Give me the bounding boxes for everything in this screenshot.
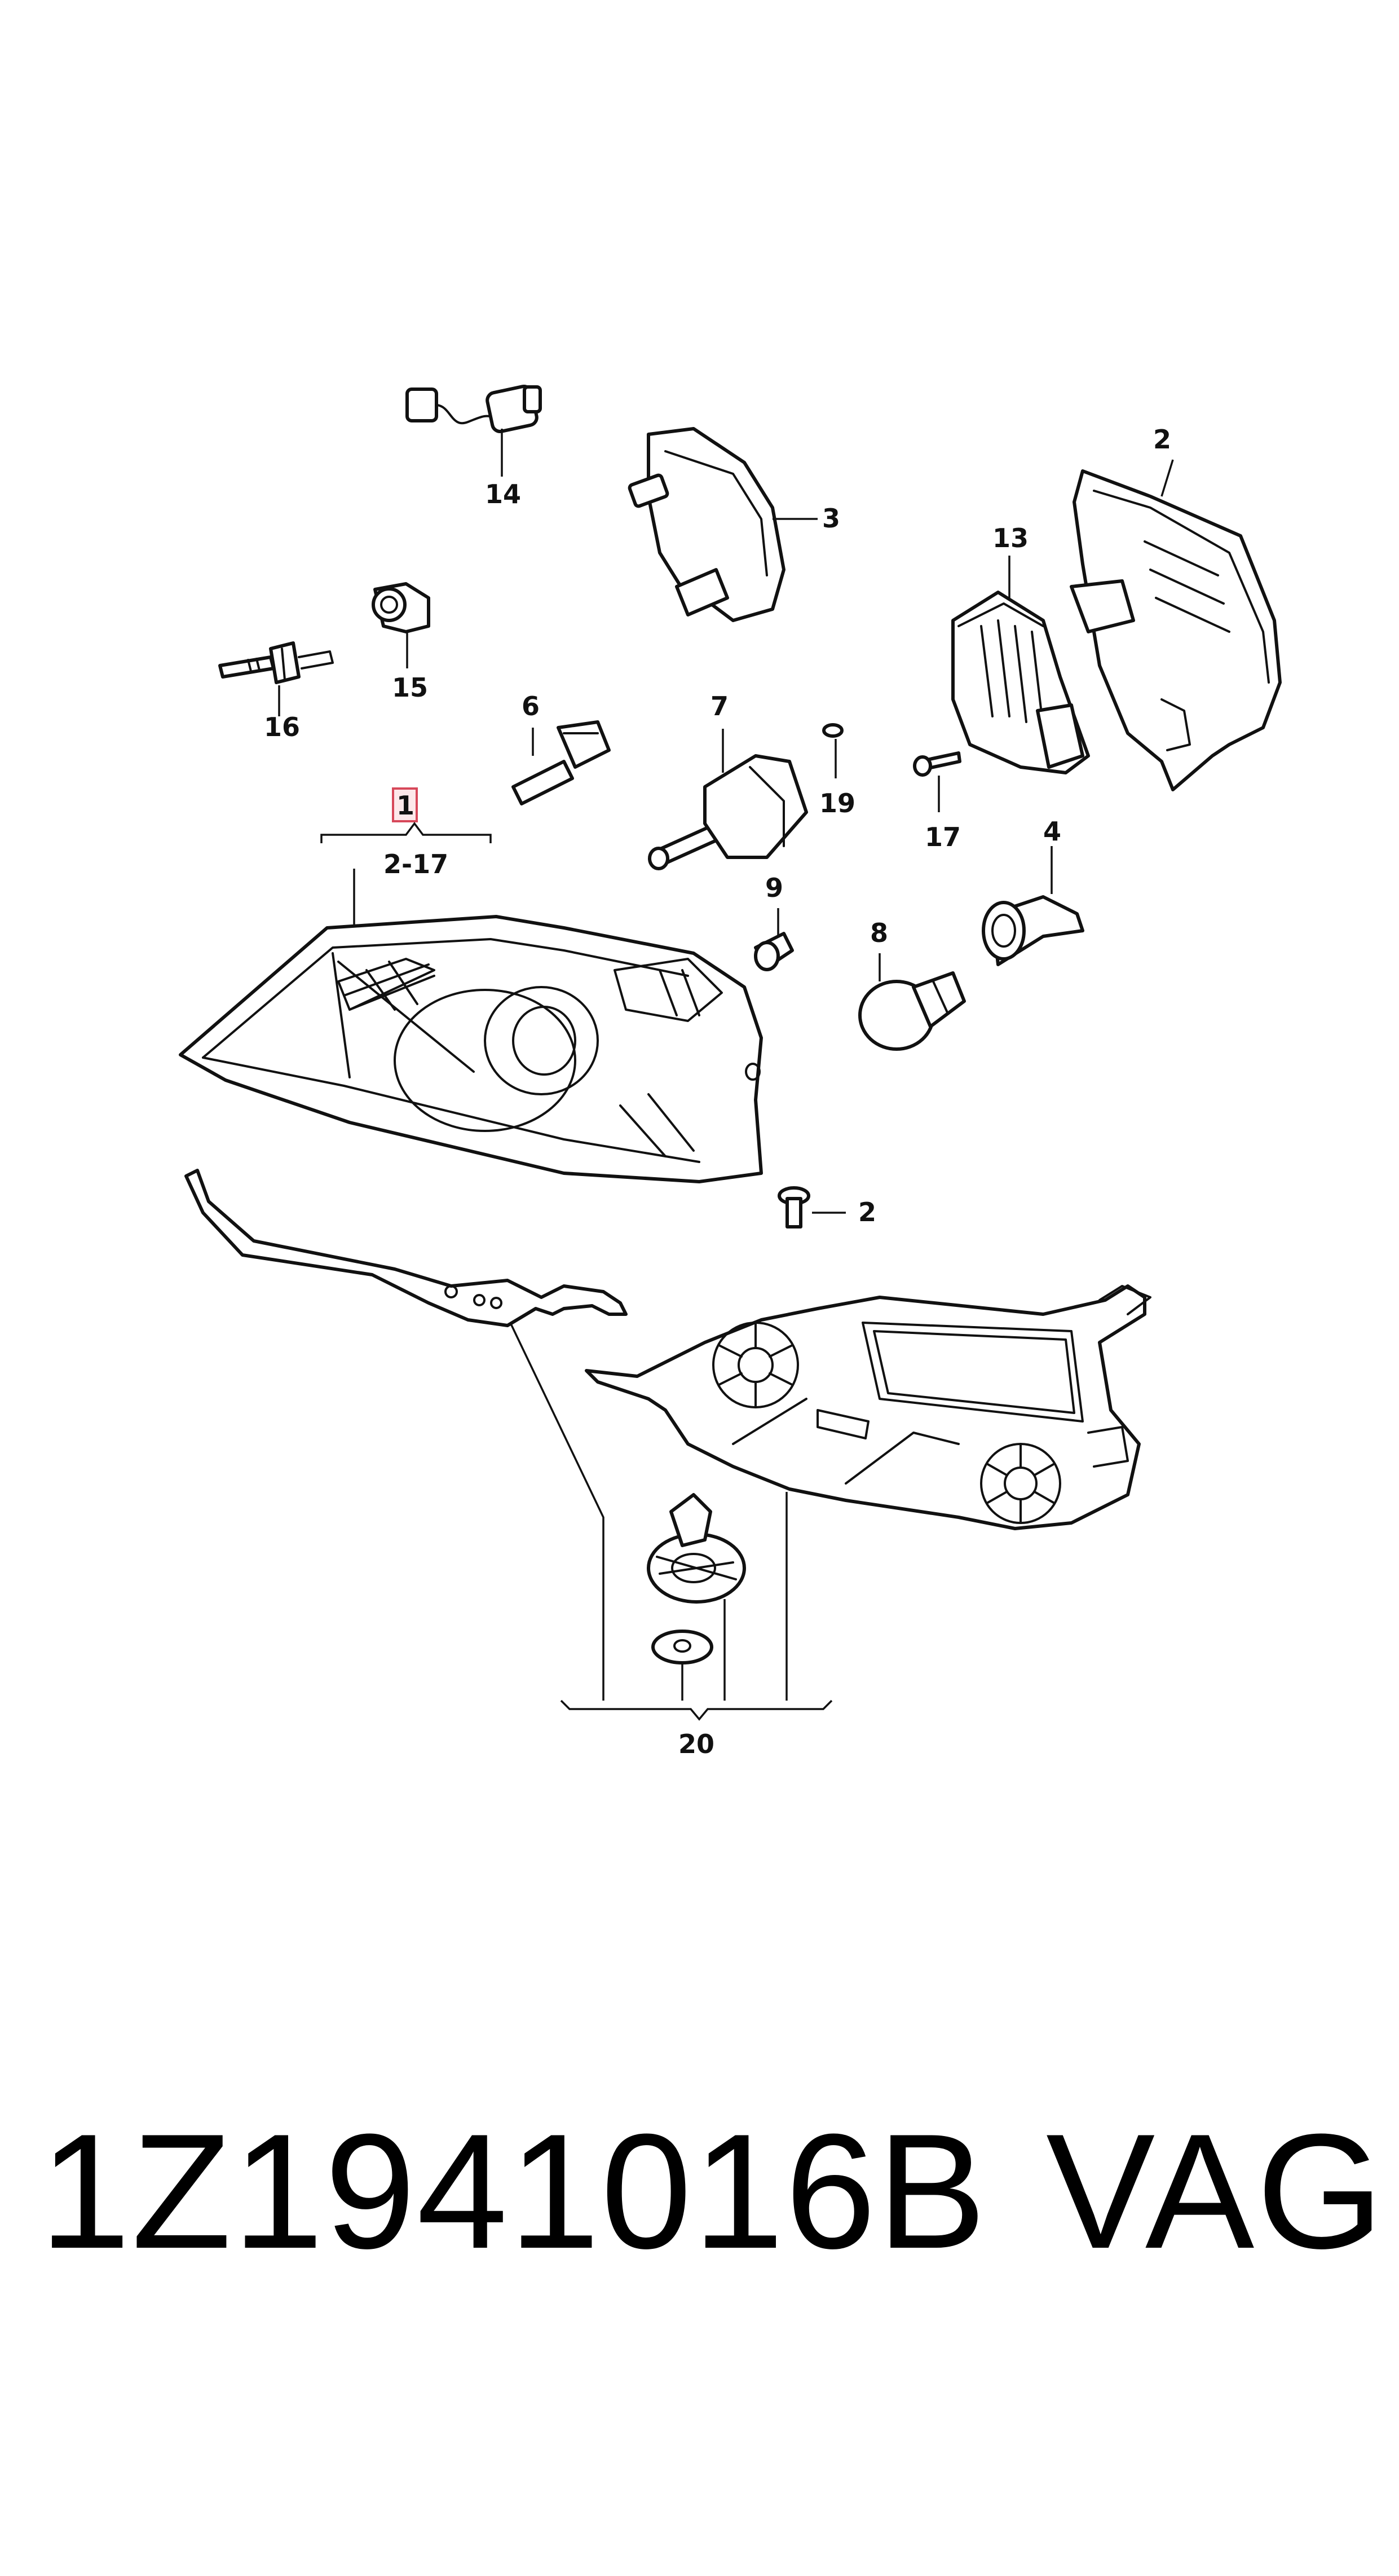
part-4-bulb-socket — [982, 846, 1084, 966]
callout-16: 16 — [264, 712, 300, 742]
part-9-small-bulb — [754, 908, 794, 971]
part-17-screw — [913, 751, 961, 812]
part-8-bulb — [858, 953, 966, 1051]
part-15-grommet — [372, 582, 430, 668]
callout-4: 4 — [1043, 816, 1061, 847]
callout-20-bracket-lines — [509, 1322, 833, 1721]
callout-6: 6 — [522, 691, 540, 721]
part-20-bracket — [184, 1169, 628, 1327]
part-3-cover — [628, 427, 818, 622]
callout-15: 15 — [392, 672, 428, 703]
part-6-clip — [511, 720, 611, 805]
callout-2-housing: 2 — [1153, 424, 1171, 455]
part-2-torx-screw — [778, 1186, 846, 1228]
part-19-screw — [822, 723, 844, 778]
callout-2-screw: 2 — [858, 1197, 876, 1227]
part-20-clip — [651, 1630, 713, 1665]
part-20-adjuster-gear — [647, 1493, 746, 1604]
headlight-exploded-diagram: 14 3 2 13 15 16 — [179, 385, 1282, 1759]
callout-3: 3 — [822, 503, 840, 534]
part-number: 1Z1941016B — [39, 2100, 987, 2283]
part-16-adjust-screw — [218, 641, 334, 716]
callout-8: 8 — [870, 918, 888, 948]
callout-2-17: 2-17 — [383, 849, 448, 879]
part-2-rear-housing — [1070, 459, 1282, 791]
part-13-control-unit — [951, 556, 1090, 774]
part-14-wiring-connector — [405, 385, 542, 477]
callout-13: 13 — [992, 523, 1029, 553]
part-20-air-duct — [585, 1284, 1151, 1530]
part-7-xenon-bulb — [648, 729, 808, 870]
callout-1-highlight — [392, 787, 418, 822]
callout-9: 9 — [765, 873, 783, 903]
footer: 1Z1941016B VAG — [0, 2076, 1399, 2301]
brand-name: VAG — [1046, 2100, 1386, 2283]
callout-14: 14 — [485, 479, 521, 509]
callout-20: 20 — [678, 1729, 714, 1759]
callout-17: 17 — [925, 822, 961, 852]
part-1-headlight-assembly — [179, 915, 763, 1183]
callout-19: 19 — [819, 788, 855, 818]
callout-1[interactable]: 1 — [396, 790, 414, 821]
callout-7: 7 — [710, 691, 729, 721]
callout-1-group — [320, 787, 492, 925]
